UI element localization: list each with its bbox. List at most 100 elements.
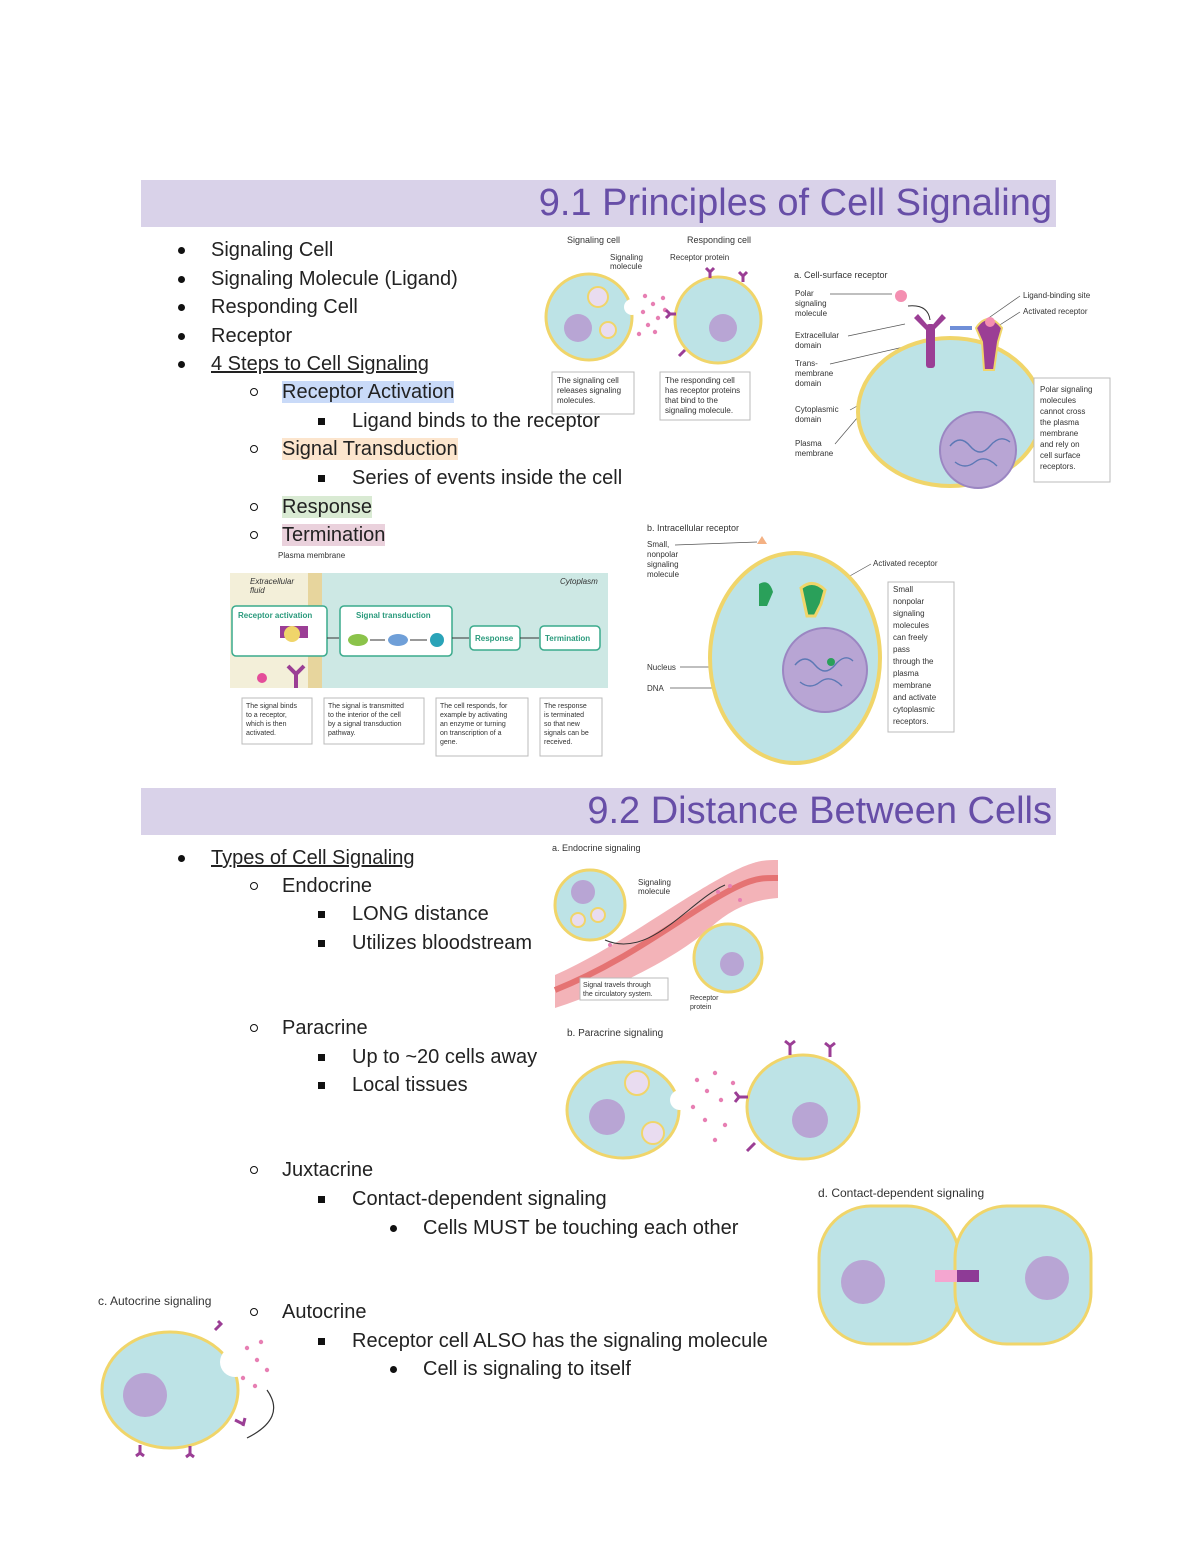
signaling-cell-shape <box>544 272 634 362</box>
note-text: molecules <box>1040 396 1076 405</box>
section-1-header: 9.1 Principles of Cell Signaling <box>141 180 1056 227</box>
fig-label: domain <box>795 341 821 350</box>
note-text: pass <box>893 645 910 654</box>
note-text: signaling <box>893 609 925 618</box>
list-item: Signaling Cell <box>177 239 334 261</box>
receptor-proteins <box>733 1039 836 1153</box>
receptor-proteins <box>135 1319 247 1459</box>
caption-text: the circulatory system. <box>583 991 653 998</box>
list-item: Termination <box>249 523 386 547</box>
secretion-notch <box>220 1347 250 1377</box>
vesicle-shape <box>599 321 617 339</box>
caption-text: on transcription of a <box>440 730 502 737</box>
list-item: Endocrine <box>249 875 373 897</box>
signaling-molecules <box>240 1339 270 1389</box>
list-item: Receptor cell ALSO has the signaling mol… <box>318 1330 768 1352</box>
list-item: Cells MUST be touching each other <box>389 1217 739 1239</box>
fig-label: domain <box>795 379 821 388</box>
nucleus-shape <box>782 627 868 713</box>
fig-title: c. Autocrine signaling <box>98 1294 211 1308</box>
signaling-molecules <box>636 293 668 337</box>
nucleus-shape <box>1025 1256 1069 1300</box>
fig-label: Activated receptor <box>1023 307 1088 316</box>
receptor-shape <box>759 582 773 606</box>
vesicle-shape <box>641 1121 665 1145</box>
caption-text: molecules. <box>557 396 595 405</box>
note-text: the plasma <box>1040 418 1080 427</box>
note-text: and rely on <box>1040 440 1080 449</box>
caption-text: releases signaling <box>557 386 621 395</box>
list-item: Receptor <box>177 325 293 347</box>
caption-text: The signal is transmitted <box>328 703 404 710</box>
fig-label: Cytoplasm <box>560 577 598 586</box>
caption-text: an enzyme or turning <box>440 721 506 728</box>
signaling-responding-figure: Signaling cell Responding cell Signaling… <box>544 235 763 421</box>
protein-shape <box>430 633 444 647</box>
nucleus-shape <box>589 1099 625 1135</box>
caption-text: The response <box>544 703 587 710</box>
caption-box <box>323 697 425 745</box>
fig-label: Plasma membrane <box>278 551 346 560</box>
receptor-shape <box>280 626 308 642</box>
note-text: cell surface <box>1040 451 1081 460</box>
nucleus-shape <box>841 1260 885 1304</box>
caption-text: to a receptor, <box>246 712 287 719</box>
list-item: Receptor Activation <box>249 380 455 404</box>
fig-label: domain <box>795 415 821 424</box>
fig-label: Nucleus <box>647 663 676 672</box>
caption-text: gene. <box>440 739 458 746</box>
caption-text: by a signal transduction <box>328 721 402 728</box>
list-item: Signal Transduction <box>250 437 458 461</box>
list-item: Paracrine <box>250 1017 368 1039</box>
signaling-cell-shape <box>553 868 627 942</box>
fig-label: nonpolar <box>647 550 678 559</box>
step-label: Receptor activation <box>238 611 312 620</box>
list-item: Utilizes bloodstream <box>317 932 533 954</box>
fig-label: fluid <box>250 586 265 595</box>
list-item: Autocrine <box>250 1301 367 1323</box>
note-box <box>1033 377 1111 483</box>
list-item: Up to ~20 cells away <box>317 1046 538 1068</box>
step-label: Termination <box>545 634 590 643</box>
fig-label: Polar <box>795 289 814 298</box>
caption-box <box>659 371 751 421</box>
list-item: Signaling Molecule (Ligand) <box>178 268 458 290</box>
fig-label: Signaling <box>638 878 671 887</box>
fig-label: molecule <box>610 262 643 271</box>
note-box <box>887 581 955 733</box>
fig-label: Small, <box>647 540 669 549</box>
return-arrow <box>246 1389 275 1439</box>
caption-text: The signaling cell <box>557 376 619 385</box>
fig-label: Responding cell <box>687 235 751 245</box>
fig-label: DNA <box>647 684 665 693</box>
fig-label: signaling <box>647 560 679 569</box>
step-box <box>539 625 601 651</box>
caption-text: The responding cell <box>665 376 735 385</box>
contact-dependent-figure: d. Contact-dependent signaling <box>817 1186 1093 1346</box>
paracrine-figure: b. Paracrine signaling <box>565 1028 861 1161</box>
polar-molecule <box>895 290 907 302</box>
caption-text: The cell responds, for <box>440 703 508 710</box>
section-2-header: 9.2 Distance Between Cells <box>141 788 1056 835</box>
fig-title: a. Cell-surface receptor <box>794 270 888 280</box>
receptor-protein <box>957 1270 979 1282</box>
caption-box <box>539 697 603 757</box>
caption-text: which is then <box>245 721 287 728</box>
note-text: nonpolar <box>893 597 924 606</box>
list-item: LONG distance <box>318 903 489 925</box>
receptor-proteins <box>664 266 749 358</box>
step-label: Signal transduction <box>356 611 431 620</box>
caption-box <box>579 977 669 1001</box>
caption-text: activated. <box>246 730 276 737</box>
caption-box <box>241 697 313 745</box>
caption-text: so that new <box>544 721 581 728</box>
vesicle-shape <box>590 907 606 923</box>
receptor-shape <box>286 664 306 688</box>
nucleus-shape <box>720 952 744 976</box>
fig-label: molecule <box>638 887 671 896</box>
note-text: cytoplasmic <box>893 705 935 714</box>
activated-receptor-shape <box>799 582 827 618</box>
list-item: Series of events inside the cell <box>317 467 623 489</box>
vesicle-shape <box>624 1070 650 1096</box>
bound-ligand <box>985 317 995 327</box>
